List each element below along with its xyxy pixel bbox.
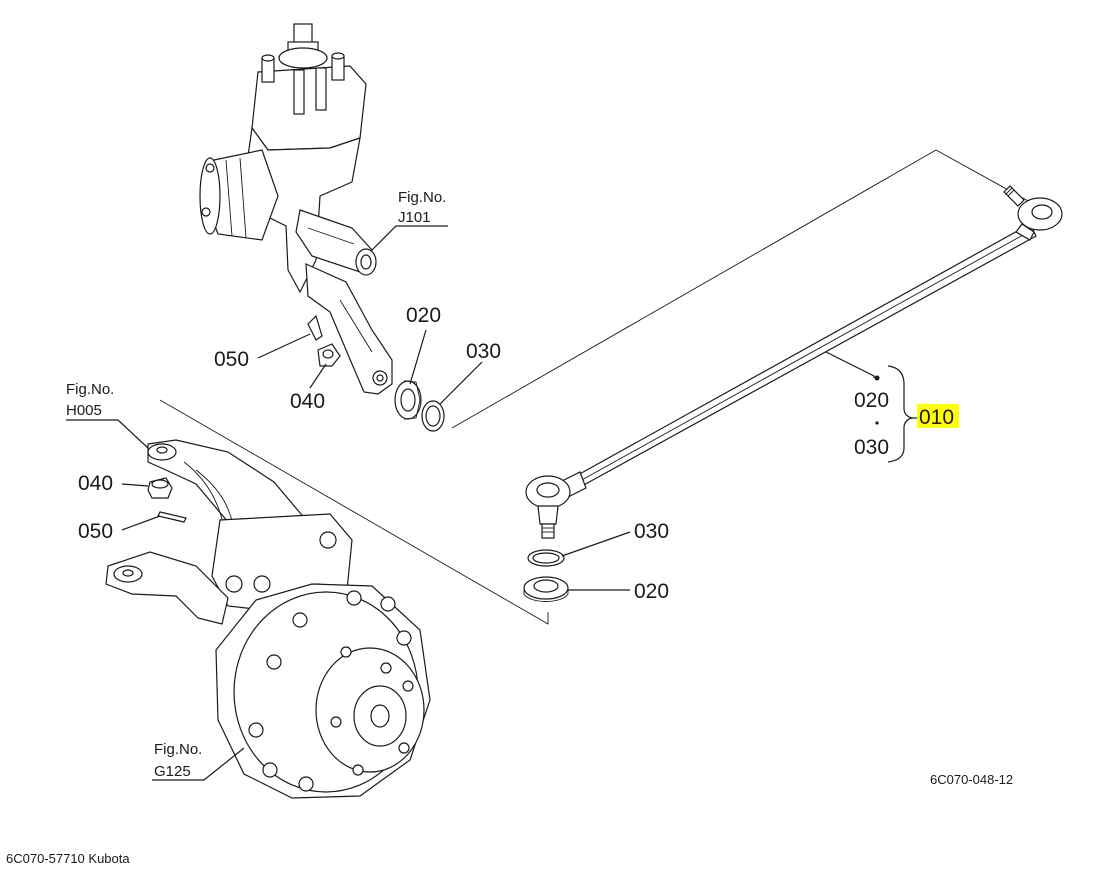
tie-rod-assembly	[159, 149, 1063, 625]
fig-ref-h005-prefix: Fig.No.	[66, 381, 114, 398]
left-pin-and-nut	[147, 477, 187, 523]
highlight-marker	[917, 404, 959, 428]
fig-ref-h005-code: H005	[66, 402, 102, 419]
top-seal-parts	[394, 380, 445, 432]
callout-030-group: 030	[854, 436, 889, 459]
steering-gearbox	[199, 23, 393, 395]
callout-040-left: 040	[78, 472, 113, 495]
callout-030-right: 030	[634, 520, 669, 543]
knuckle-and-hub	[105, 439, 431, 799]
callout-030-top: 030	[466, 340, 501, 363]
separator-dot	[875, 421, 879, 425]
callout-010-group[interactable]: 010	[919, 406, 954, 429]
bullet-dot	[874, 375, 880, 381]
fig-ref-j101-code: J101	[398, 209, 431, 226]
fig-ref-g125-prefix: Fig.No.	[154, 741, 202, 758]
fig-ref-j101-prefix: Fig.No.	[398, 189, 446, 206]
callout-040-top: 040	[290, 390, 325, 413]
top-pin-and-nut	[307, 314, 341, 367]
leader-lines	[66, 225, 918, 781]
drawing-code: 6C070-048-12	[930, 772, 1013, 787]
callout-020-right: 020	[634, 580, 669, 603]
callout-020-top: 020	[406, 304, 441, 327]
labels: Fig.No. J101 Fig.No. H005 Fig.No. G125 0…	[66, 189, 1013, 787]
callout-050-left: 050	[78, 520, 113, 543]
callout-020-group: 020	[854, 389, 889, 412]
callout-050-top: 050	[214, 348, 249, 371]
fig-ref-g125-code: G125	[154, 763, 191, 780]
footer-caption: 6C070-57710 Kubota	[6, 851, 130, 866]
